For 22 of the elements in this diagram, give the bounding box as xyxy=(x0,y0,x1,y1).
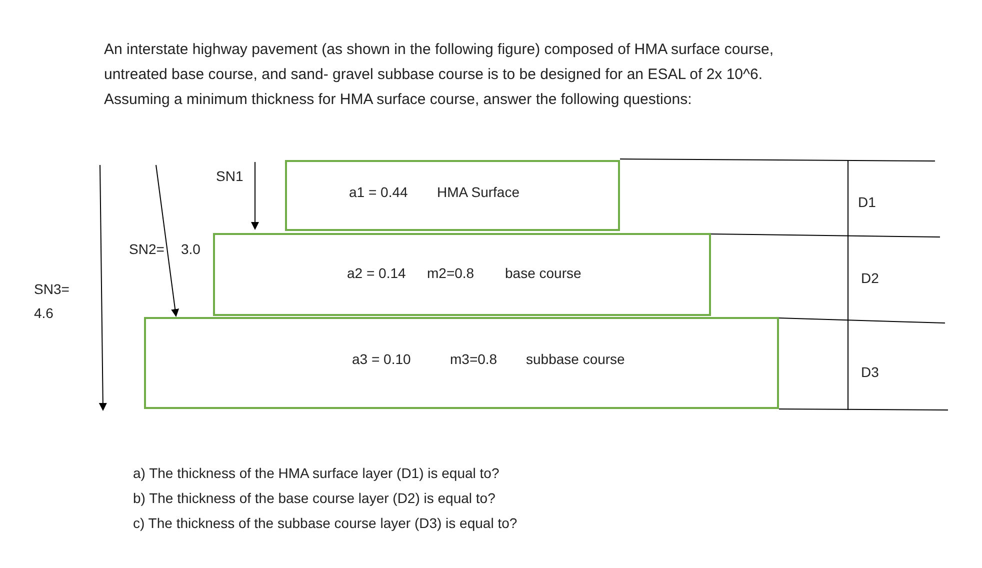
pavement-layer xyxy=(213,233,711,316)
label: b) The thickness of the base course layer (D2) is equal to? xyxy=(133,489,496,508)
label: c) The thickness of the subbase course layer (D3) is equal to? xyxy=(133,514,518,533)
label: a) The thickness of the HMA surface layer (D1) is equal to? xyxy=(133,464,500,483)
label: SN1 xyxy=(216,167,244,186)
label: D1 xyxy=(858,193,876,212)
problem-statement: An interstate highway pavement (as shown in the following figure) composed of HMA surface course, untreated base course, and sand- gravel subbase course is to be designed for an ESAL of 2x 10^6. Assuming a minimum thickness for HMA surface course, answer the following questions: xyxy=(104,40,775,110)
layer-text: HMA Surface xyxy=(437,183,520,202)
pavement-layer xyxy=(285,160,620,231)
layer-text: subbase course xyxy=(526,350,625,369)
label: 3.0 xyxy=(181,240,200,259)
layer-text: base course xyxy=(505,264,582,283)
layer-text: a2 = 0.14 xyxy=(347,264,406,283)
pavement-layer xyxy=(144,317,779,409)
label: D3 xyxy=(861,363,879,382)
layer-text: a1 = 0.44 xyxy=(349,183,408,202)
label: SN3= 4.6 xyxy=(34,280,70,323)
layer-text: m3=0.8 xyxy=(450,350,498,369)
label: SN2= xyxy=(129,240,164,259)
label: D2 xyxy=(861,269,879,288)
layer-text: a3 = 0.10 xyxy=(352,350,411,369)
layer-text: m2=0.8 xyxy=(427,264,474,283)
